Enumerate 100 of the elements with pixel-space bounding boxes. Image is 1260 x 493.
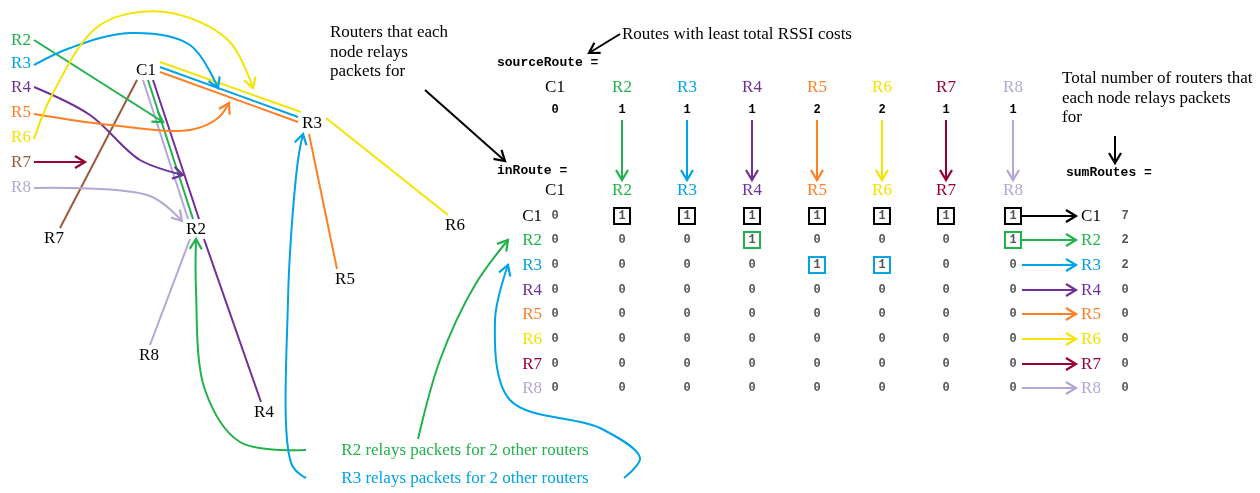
route-label: R8 — [8, 177, 34, 197]
route-label: R4 — [8, 77, 34, 97]
variable-name: sourceRoute = — [497, 53, 627, 71]
highlighted-value: 1 — [1004, 207, 1022, 225]
router-name: R3 — [298, 112, 326, 134]
route-count: 2 — [807, 102, 827, 118]
router-name: R8 — [135, 345, 163, 365]
matrix-value: 0 — [812, 232, 822, 248]
matrix-value: 0 — [941, 380, 951, 396]
matrix-value: 0 — [550, 257, 560, 273]
route-count: 1 — [742, 102, 762, 118]
note-text: R2 relays packets for 2 other routers — [306, 439, 624, 461]
matrix-value: 0 — [617, 356, 627, 372]
sum-value: 0 — [1120, 380, 1130, 396]
row-header: R2 — [508, 230, 542, 250]
column-header: R5 — [802, 180, 832, 200]
highlighted-value: 1 — [808, 256, 826, 274]
matrix-value: 0 — [1004, 256, 1022, 274]
arrow — [33, 154, 87, 170]
link-line — [308, 133, 338, 270]
arrow — [33, 186, 184, 223]
router-name: R5 — [1076, 304, 1106, 324]
link-line — [59, 79, 138, 229]
arrow — [424, 89, 507, 163]
matrix-value: 0 — [550, 208, 560, 224]
arrow — [1021, 257, 1078, 273]
arrow — [938, 119, 954, 182]
sum-value: 0 — [1120, 306, 1130, 322]
link-line — [152, 79, 200, 220]
sum-value: 0 — [1120, 282, 1130, 298]
router-name: R4 — [250, 402, 278, 422]
matrix-value: 0 — [617, 282, 627, 298]
column-header: R5 — [806, 77, 828, 97]
arrow — [1021, 356, 1078, 372]
row-header: C1 — [508, 206, 542, 226]
route-count: 1 — [677, 102, 697, 118]
route-label: R2 — [8, 30, 34, 50]
arrow — [679, 119, 695, 182]
highlighted-value: 1 — [873, 256, 891, 274]
router-name: R6 — [441, 215, 469, 235]
matrix-value: 0 — [550, 356, 560, 372]
arrow — [1021, 282, 1078, 298]
row-header: R5 — [508, 304, 542, 324]
router-name: R4 — [1076, 280, 1106, 300]
matrix-value: 0 — [747, 380, 757, 396]
arrow — [1005, 119, 1021, 182]
column-header: R3 — [676, 77, 698, 97]
column-header: R4 — [737, 180, 767, 200]
route-count: 2 — [872, 102, 892, 118]
route-count: 0 — [545, 102, 565, 118]
route-count: 1 — [1003, 102, 1023, 118]
matrix-value: 0 — [747, 356, 757, 372]
sum-value: 2 — [1120, 232, 1130, 248]
sum-value: 2 — [1120, 257, 1130, 273]
column-header: C1 — [544, 77, 566, 97]
arrow — [33, 39, 165, 124]
arrow — [874, 119, 890, 182]
annotation-text: Routes with least total RSSI costs — [622, 23, 912, 45]
highlighted-value: 1 — [937, 207, 955, 225]
arrow — [33, 10, 257, 140]
column-header: R7 — [935, 77, 957, 97]
arrow — [1021, 380, 1078, 396]
matrix-value: 0 — [941, 306, 951, 322]
highlighted-value: 1 — [678, 207, 696, 225]
row-header: R6 — [508, 329, 542, 349]
matrix-value: 0 — [1004, 330, 1022, 348]
matrix-value: 0 — [747, 331, 757, 347]
arrow — [809, 119, 825, 182]
matrix-value: 0 — [550, 232, 560, 248]
column-header: R8 — [998, 180, 1028, 200]
matrix-value: 0 — [1004, 305, 1022, 323]
matrix-value: 0 — [941, 331, 951, 347]
matrix-value: 0 — [877, 356, 887, 372]
sum-value: 0 — [1120, 356, 1130, 372]
matrix-value: 0 — [1004, 355, 1022, 373]
matrix-value: 0 — [877, 282, 887, 298]
variable-name: inRoute = — [497, 161, 597, 179]
arrow — [417, 238, 510, 440]
matrix-value: 0 — [682, 232, 692, 248]
column-header: R6 — [867, 180, 897, 200]
column-header: R4 — [741, 77, 763, 97]
matrix-value: 0 — [941, 356, 951, 372]
matrix-value: 0 — [941, 282, 951, 298]
arrow — [493, 263, 641, 479]
router-name: C1 — [132, 60, 160, 80]
matrix-value: 0 — [812, 306, 822, 322]
router-name: R3 — [1076, 255, 1106, 275]
matrix-value: 0 — [877, 380, 887, 396]
arrow — [1107, 135, 1123, 165]
link-line — [203, 238, 262, 403]
column-header: R7 — [931, 180, 961, 200]
column-header: C1 — [540, 180, 570, 200]
route-label: R3 — [8, 53, 34, 73]
matrix-value: 0 — [682, 257, 692, 273]
column-header: R2 — [611, 77, 633, 97]
arrow — [1021, 331, 1078, 347]
router-name: R7 — [40, 228, 68, 248]
column-header: R6 — [871, 77, 893, 97]
arrow — [33, 101, 231, 133]
arrow — [1021, 306, 1078, 322]
